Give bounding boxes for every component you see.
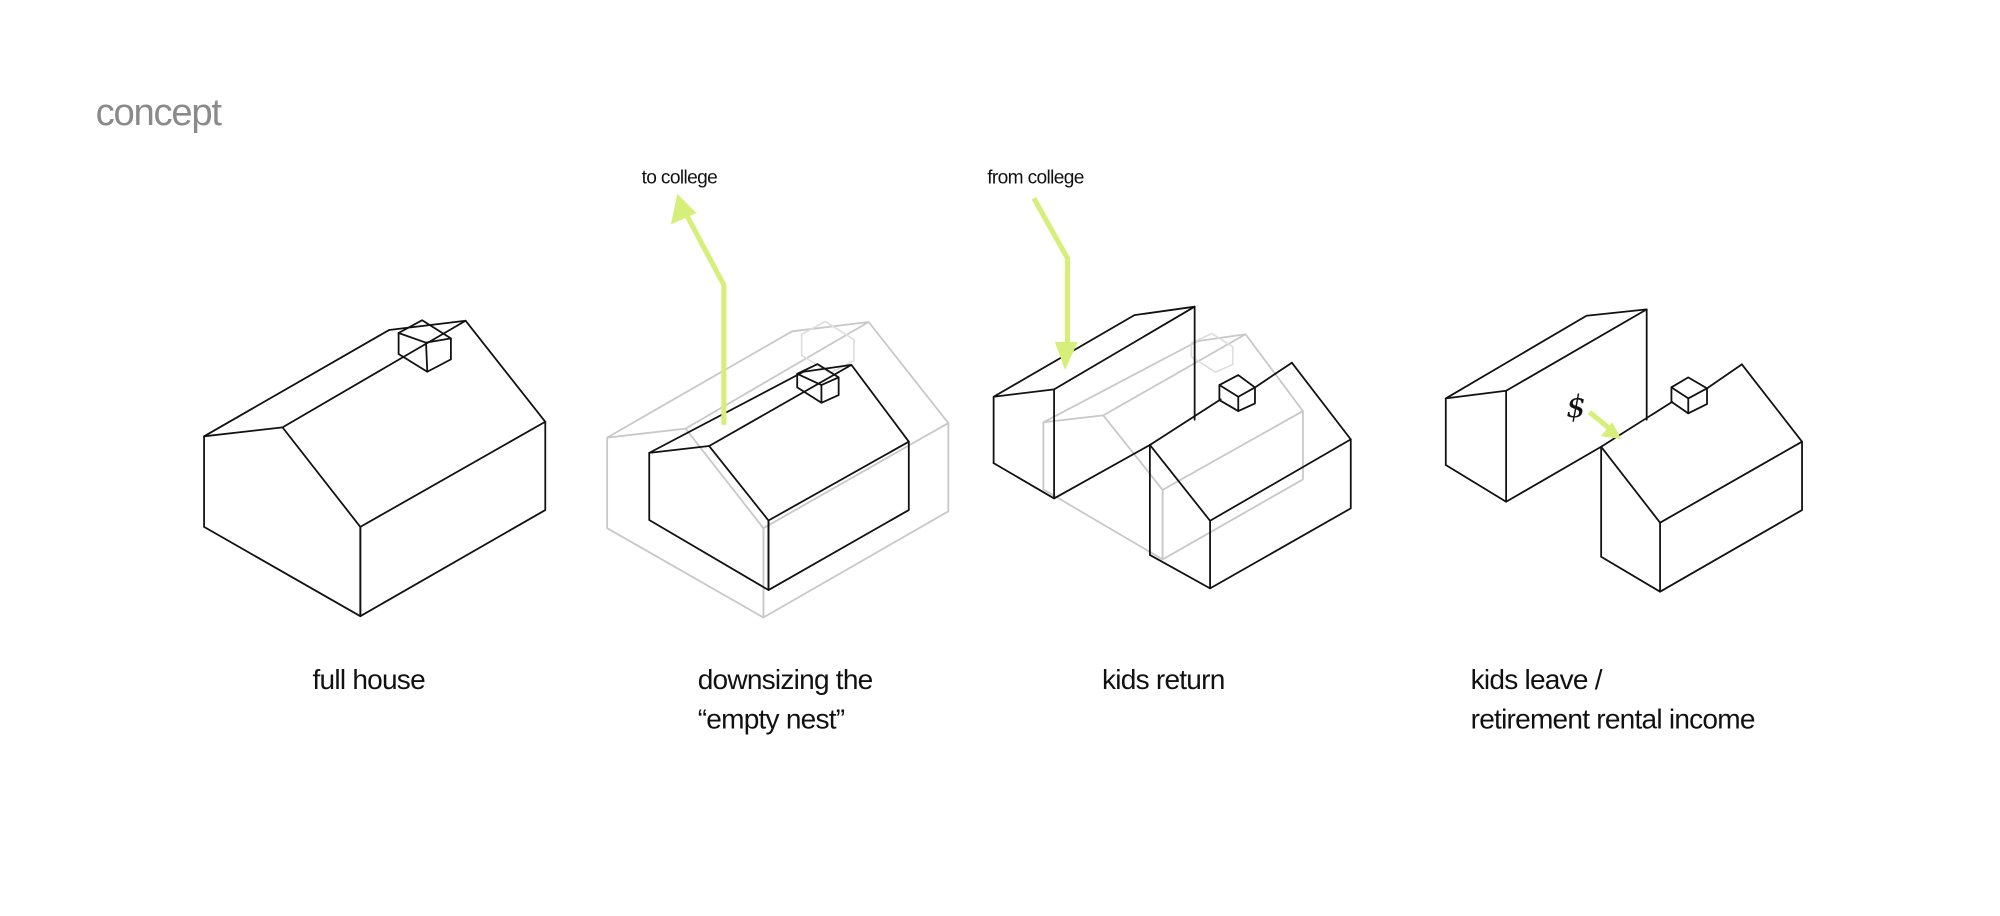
house-downsized	[648, 363, 910, 591]
addition-block	[992, 305, 1196, 500]
house-ghost-downsized	[1042, 332, 1304, 561]
label-kids-return: kids return	[1102, 664, 1225, 695]
arrow-from-college	[1031, 197, 1078, 370]
label-kids-leave-line1: kids leave /	[1471, 664, 1603, 695]
house-small-retirement	[1600, 363, 1803, 593]
chimney-icon	[397, 319, 452, 373]
label-downsizing-line1: downsizing the	[698, 664, 873, 695]
label-kids-leave-line2: retirement rental income	[1471, 703, 1755, 734]
chimney-icon	[796, 363, 840, 404]
arrow-label-from-college: from college	[987, 168, 1084, 189]
arrow-rental-income	[1587, 410, 1622, 439]
dollar-icon: $	[1566, 390, 1585, 425]
rental-block	[1444, 308, 1648, 503]
house-full	[203, 319, 547, 618]
label-full-house: full house	[313, 664, 426, 695]
chimney-icon	[1670, 376, 1708, 415]
house-small-return	[1148, 361, 1352, 590]
arrow-to-college	[670, 193, 727, 425]
chimney-icon	[1218, 374, 1256, 412]
page-title: concept	[96, 91, 223, 134]
label-downsizing-line2: “empty nest”	[698, 703, 845, 734]
house-ghost-original	[606, 320, 950, 619]
arrow-label-to-college: to college	[642, 168, 717, 189]
